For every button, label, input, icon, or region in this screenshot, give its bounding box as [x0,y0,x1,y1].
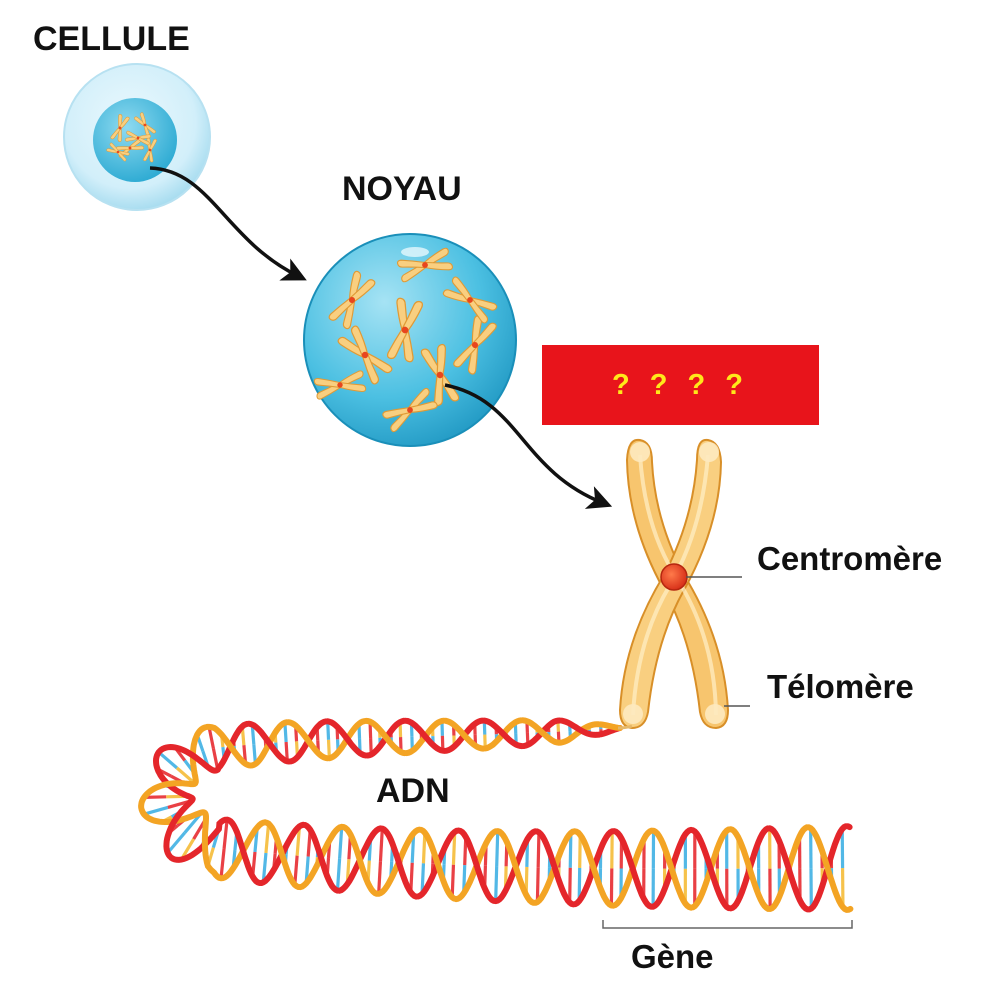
nucleus-chromosomes [313,247,498,433]
chromosome-small [125,130,151,146]
centromere-label: Centromère [757,540,943,577]
chromosome-small [313,370,367,400]
base-pair [175,766,197,785]
cell-label: CELLULE [33,20,190,58]
centromere [660,563,688,591]
base-pair [264,823,271,854]
chromosome-small [328,270,376,330]
base-pair [143,805,169,816]
chromosome-small [397,247,453,283]
gene-bracket [602,920,853,929]
hidden-answer-banner: ? ? ? ? [542,345,819,425]
dna-label: ADN [376,772,450,810]
base-pair [450,864,456,898]
base-pair [421,832,427,864]
chromosome-small [420,343,460,407]
base-pair [568,833,573,868]
cell [63,63,211,211]
chromosome-small [442,276,498,324]
base-pair [338,826,344,859]
arrow-nucleus-to-chromosome [444,383,613,509]
chromosome-small [382,387,438,433]
dna-strand-front [156,717,853,913]
chromosome-small [110,113,130,143]
base-pair [377,861,383,894]
dna-base-pairs [143,720,845,909]
base-pair [535,867,540,903]
telomere-tip [705,704,725,724]
chromosome-small [143,137,157,163]
telomere-label: Télomère [767,668,914,705]
base-pair [219,848,226,879]
base-pair [293,855,299,885]
base-pair [495,831,500,867]
chromosome-small [134,112,156,138]
chromosome-small [106,142,130,162]
dna-connector [617,724,633,730]
chromosome [618,438,730,730]
base-pair [207,726,215,749]
gene-label: Gène [631,938,714,975]
chromosome-small [386,297,424,363]
hidden-answer-text: ? ? ? ? [611,368,750,401]
nucleus [303,233,517,447]
cell-chromosomes [106,112,157,163]
chromosome-small [453,315,497,375]
base-pair [326,739,331,759]
dna-helix [138,717,854,913]
arrow-cell-to-nucleus [149,166,307,281]
nucleus-label: NOYAU [342,170,462,208]
chromosome-small [337,325,393,385]
